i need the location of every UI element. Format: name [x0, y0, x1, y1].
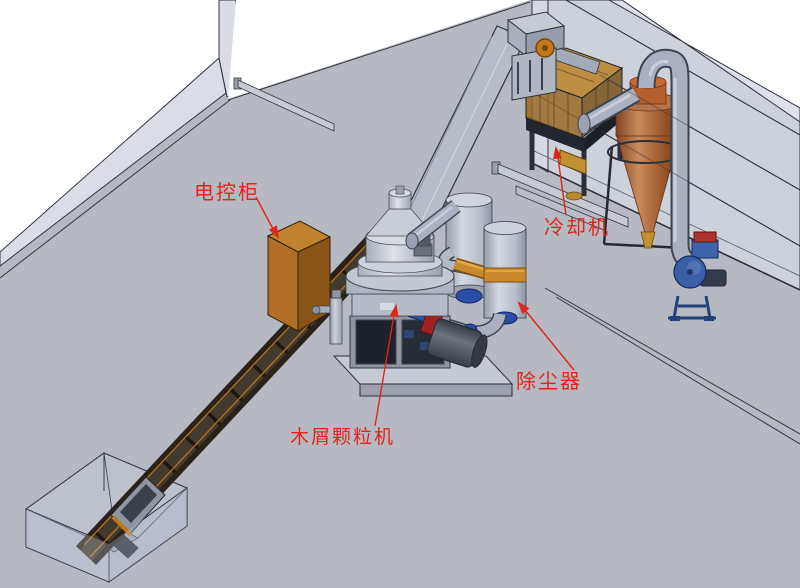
hopper-front-glass	[109, 488, 187, 582]
electric-control-cabinet	[266, 220, 332, 332]
left-wall-floor-junction	[0, 99, 231, 279]
hopper-front-glass	[26, 509, 109, 582]
floor-seam-line	[555, 296, 800, 445]
fan-inlet-box	[691, 239, 719, 259]
conveyor-rail	[75, 204, 401, 550]
cabinet-front	[267, 235, 299, 332]
label-cooler: 冷却机	[544, 216, 610, 239]
blue-flange	[455, 288, 483, 304]
sky-back-gap	[228, 0, 530, 99]
pipe-flange	[405, 232, 419, 250]
right-wall-top-band	[607, 0, 800, 123]
conveyor-tail-drive	[110, 476, 166, 537]
wall-floor-junction	[531, 162, 800, 291]
arrowhead	[553, 145, 562, 160]
cooler-base-front	[526, 116, 584, 152]
elevator-head	[506, 11, 566, 101]
arrowhead	[268, 225, 280, 239]
leader-cooler	[557, 157, 567, 216]
leader-dust-collector	[524, 309, 575, 371]
label-control-cabinet: 电控柜	[194, 181, 260, 204]
leader-pellet-mill	[374, 314, 395, 427]
cyclone-tip-outlet	[640, 231, 656, 249]
centrifugal-fan	[668, 231, 727, 321]
fan-inlet-cap	[693, 231, 717, 243]
arrowhead	[517, 301, 530, 315]
pipe-flange	[577, 113, 591, 135]
mill-side-pipe	[311, 289, 343, 345]
floor-back-edge	[227, 1, 531, 101]
label-pellet-mill: 木屑颗粒机	[290, 426, 395, 448]
pellet-mill	[311, 185, 514, 397]
leader-control-cabinet	[255, 196, 274, 230]
mill-mid-body	[351, 293, 449, 317]
leader-lines	[255, 145, 575, 427]
arrowhead	[389, 303, 399, 318]
label-dust-collector: 除尘器	[516, 370, 582, 393]
annotations-layer: 电控柜 冷却机 除尘器 木屑颗粒机	[194, 145, 610, 448]
wireframe-overlay-lines	[599, 74, 800, 247]
cooler-base-side	[584, 106, 622, 152]
sky-top-left	[0, 0, 219, 252]
cooler-discharge-spout	[559, 149, 587, 175]
wall-skirting-line	[531, 149, 800, 277]
floor-seam-line	[544, 287, 800, 435]
cooler-foot	[565, 191, 583, 201]
floor-rail-left	[233, 77, 335, 132]
